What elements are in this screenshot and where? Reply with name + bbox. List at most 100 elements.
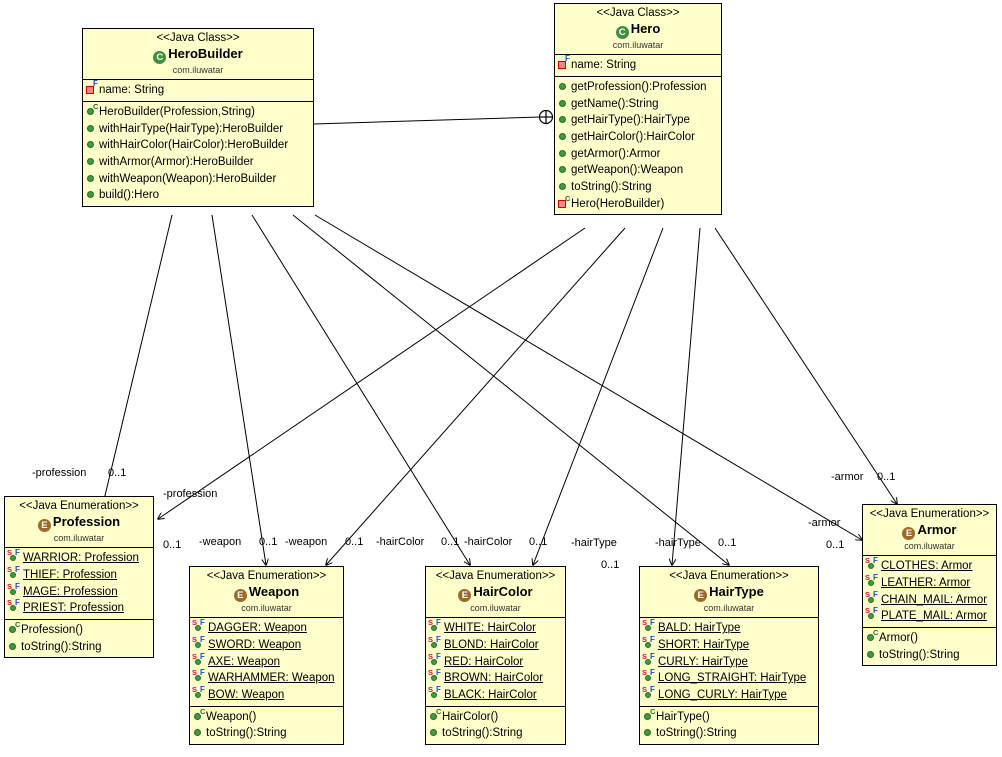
methods-compartment: getProfession():Profession getName():Str… [555, 77, 721, 214]
method-label: getName():String [571, 97, 659, 110]
method-row[interactable]: toString():String [640, 725, 818, 742]
method-row[interactable]: getProfession():Profession [555, 79, 721, 96]
private-field-icon: F [557, 55, 570, 71]
methods-compartment: C Profession() toString():String [5, 620, 153, 657]
method-row[interactable]: build():Hero [83, 187, 313, 204]
enum-name: Profession [52, 513, 121, 529]
constant-label: WARHAMMER: Weapon [208, 672, 335, 685]
constant-label: LEATHER: Armor [881, 576, 971, 589]
class-icon: C [153, 50, 167, 64]
constant-label: BROWN: HairColor [444, 672, 544, 685]
method-row[interactable]: withHairType(HairType):HeroBuilder [83, 121, 313, 138]
method-label: Hero(HeroBuilder) [571, 197, 665, 210]
method-row[interactable]: C Profession() [5, 621, 153, 639]
field-row[interactable]: F name: String [83, 80, 313, 99]
method-row[interactable]: C HairColor() [426, 707, 565, 726]
edge-label-role: -weapon [199, 536, 242, 548]
method-row[interactable]: getName():String [555, 96, 721, 113]
method-row[interactable]: withHairColor(HairColor):HeroBuilder [83, 137, 313, 154]
methods-compartment: C HairColor() toString():String [426, 707, 565, 744]
constant-label: WHITE: HairColor [444, 622, 537, 635]
public-method-icon [557, 146, 570, 160]
enum-icon: E [694, 588, 708, 602]
constant-label: BOW: Weapon [208, 688, 285, 701]
enum-icon: E [37, 518, 51, 532]
edge-label-role: -profession [163, 488, 218, 500]
method-row[interactable]: toString():String [863, 647, 996, 664]
enum-stereotype: <<Java Enumeration>> [435, 570, 556, 582]
method-row[interactable]: toString():String [555, 179, 721, 196]
class-icon: C [615, 25, 629, 39]
method-row[interactable]: toString():String [190, 725, 343, 742]
methods-compartment: C Weapon() toString():String [190, 707, 343, 744]
method-label: getHairType():HairType [571, 114, 690, 127]
method-row[interactable]: C Armor() [863, 629, 996, 647]
public-method-icon [192, 725, 205, 739]
method-row[interactable]: C Weapon() [190, 707, 343, 726]
method-row[interactable]: toString():String [426, 725, 565, 742]
public-method-icon [85, 154, 98, 168]
method-row[interactable]: C Hero(HeroBuilder) [555, 194, 721, 213]
method-row[interactable]: getWeapon():Weapon [555, 162, 721, 179]
public-method-icon [7, 639, 20, 653]
method-row[interactable]: toString():String [5, 639, 153, 656]
method-label: toString():String [879, 648, 960, 661]
public-constructor-icon: C [7, 621, 20, 636]
constant-label: MAGE: Profession [23, 585, 118, 598]
method-row[interactable]: withWeapon(Weapon):HeroBuilder [83, 171, 313, 188]
method-row[interactable]: getHairColor():HairColor [555, 129, 721, 146]
public-method-icon [865, 647, 878, 661]
field-row[interactable]: F name: String [555, 55, 721, 74]
method-row[interactable]: getArmor():Armor [555, 146, 721, 163]
edge-label-role: -hairColor [464, 536, 513, 548]
method-label: getProfession():Profession [571, 80, 707, 93]
edge-label-multiplicity: 0..1 [877, 471, 896, 483]
method-row[interactable]: C HairType() [640, 707, 818, 726]
edge-label-role: -hairColor [376, 536, 425, 548]
method-row[interactable]: C HeroBuilder(Profession,String) [83, 103, 313, 121]
method-row[interactable]: withArmor(Armor):HeroBuilder [83, 154, 313, 171]
public-constructor-icon: C [428, 707, 441, 723]
method-row[interactable]: getHairType():HairType [555, 112, 721, 129]
enum-icon: E [902, 526, 916, 540]
